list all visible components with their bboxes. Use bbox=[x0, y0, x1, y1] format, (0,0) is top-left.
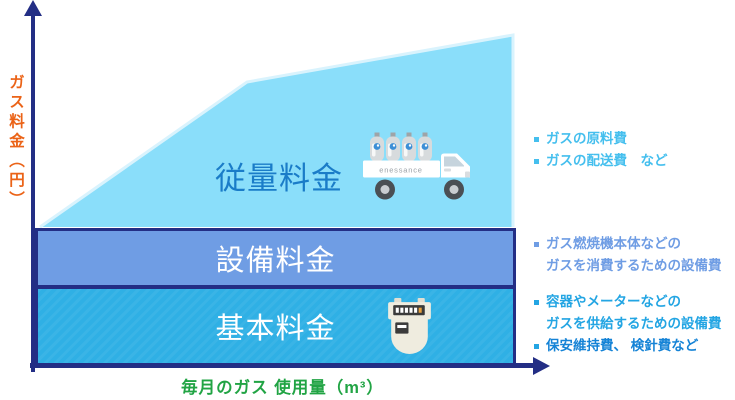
x-axis-arrowhead-icon bbox=[533, 356, 550, 375]
delivery-truck-icon: enessance bbox=[363, 132, 470, 200]
annotation-text: ガス燃焼機本体などの bbox=[546, 236, 681, 251]
variable-fee-label: 従量料金 bbox=[215, 161, 343, 196]
annotation-line: ガスを消費するための設備費 bbox=[533, 255, 722, 277]
variable-fee-region bbox=[39, 33, 515, 228]
annotation-text: ガスの配送費 など bbox=[546, 153, 668, 168]
annotation-line: ガスを供給するための設備費 bbox=[533, 313, 722, 335]
bullet-icon bbox=[534, 242, 539, 247]
annotation-line: ガスの原料費 bbox=[533, 128, 668, 150]
gas-cylinders bbox=[370, 132, 432, 162]
annotation-text: 容器やメーターなどの bbox=[546, 294, 681, 309]
basic-fee-band: 基本料金 bbox=[38, 285, 513, 363]
annotation-line: 容器やメーターなどの bbox=[533, 291, 722, 313]
annotation-line: 保安維持費、 検針費など bbox=[533, 335, 722, 357]
annotation-text: ガスを消費するための設備費 bbox=[546, 258, 722, 273]
annotation-text: ガスを供給するための設備費 bbox=[546, 316, 722, 331]
bullet-icon bbox=[534, 159, 539, 164]
annotation-line: ガス燃焼機本体などの bbox=[533, 233, 722, 255]
x-axis-label: 毎月のガス 使用量（m³） bbox=[181, 379, 384, 397]
y-axis-label: ガス料金（円） bbox=[7, 74, 24, 211]
basic-fee-label: 基本料金 bbox=[215, 313, 336, 345]
bullet-icon bbox=[534, 300, 539, 305]
bullet-icon bbox=[534, 344, 539, 349]
gas-meter-icon bbox=[388, 298, 431, 354]
x-axis-line bbox=[30, 363, 535, 368]
y-axis-line bbox=[31, 12, 35, 372]
annotation-block-equipment-fee: ガス燃焼機本体などの ガスを消費するための設備費 bbox=[533, 233, 722, 277]
y-axis-arrowhead-icon bbox=[24, 0, 42, 16]
annotation-text: 保安維持費、 検針費など bbox=[546, 338, 699, 353]
annotation-block-variable-fee: ガスの原料費 ガスの配送費 など bbox=[533, 128, 668, 172]
annotation-text: ガスの原料費 bbox=[546, 131, 627, 146]
truck-brand-text: enessance bbox=[379, 166, 422, 175]
equipment-fee-label: 設備料金 bbox=[215, 245, 336, 277]
annotation-block-basic-fee: 容器やメーターなどの ガスを供給するための設備費 保安維持費、 検針費など bbox=[533, 291, 722, 357]
annotation-line: ガスの配送費 など bbox=[533, 150, 668, 172]
equipment-fee-band: 設備料金 bbox=[38, 231, 513, 285]
fee-bands: 設備料金 基本料金 bbox=[35, 228, 516, 366]
bullet-icon bbox=[534, 137, 539, 142]
